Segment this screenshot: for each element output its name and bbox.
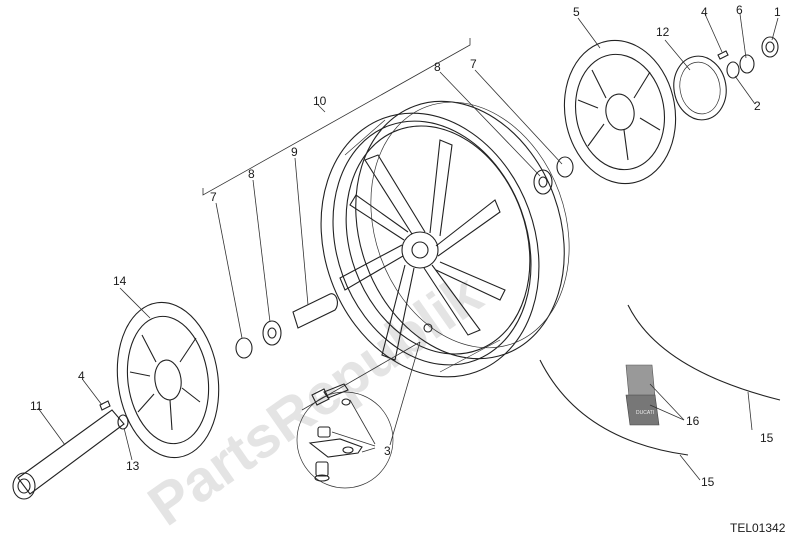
- callout-8-left: 8: [248, 167, 255, 181]
- rim-strip-lower: [539, 359, 689, 456]
- callout-14: 14: [113, 274, 127, 288]
- leader-lines: [37, 13, 779, 481]
- disc-bolt-left: [99, 400, 111, 411]
- valve-hole: [423, 323, 433, 333]
- bearings-right: [533, 156, 574, 195]
- inset-leader-right: [389, 341, 421, 446]
- valve-parts: [308, 383, 363, 482]
- callout-11: 11: [30, 399, 43, 413]
- callout-6: 6: [736, 3, 743, 17]
- callout-1: 1: [774, 5, 781, 19]
- callout-13: 13: [126, 459, 140, 473]
- callout-4-left: 4: [78, 369, 85, 383]
- callout-3: 3: [384, 444, 391, 458]
- callout-10: 10: [313, 94, 327, 108]
- watermark-text: PartsRepublik: [137, 261, 494, 538]
- callout-7-left: 7: [210, 190, 217, 204]
- callout-15-right: 15: [760, 431, 774, 445]
- leader-3a: [349, 399, 376, 445]
- bearings-left: [235, 293, 338, 359]
- callout-8-right: 8: [434, 60, 441, 74]
- hardware-right: [717, 36, 779, 79]
- tone-ring: [673, 55, 727, 121]
- axle: [12, 409, 125, 500]
- callout-15-bottom: 15: [701, 475, 715, 489]
- callout-12: 12: [656, 25, 670, 39]
- axle-nut: [117, 414, 129, 430]
- inset-leader-left: [301, 341, 421, 411]
- callout-9: 9: [291, 145, 298, 159]
- leader-3c: [361, 447, 376, 453]
- brake-disc-right: [563, 39, 677, 185]
- wheel-spokes: [339, 139, 506, 361]
- valve-inset-circle: [296, 391, 394, 489]
- assembly-bracket: [202, 38, 471, 196]
- tone-ring-inner: [679, 61, 721, 115]
- decal-set: DUCATI: [625, 364, 660, 426]
- callout-16: 16: [686, 414, 700, 428]
- decal-label: DUCATI: [636, 410, 654, 416]
- brake-disc-left: [116, 301, 220, 459]
- callout-2: 2: [754, 99, 761, 113]
- callout-7-right: 7: [470, 57, 477, 71]
- callout-5: 5: [573, 5, 580, 19]
- drawing-code: TEL01342: [730, 521, 786, 535]
- leader-3b: [331, 431, 376, 447]
- callout-4-right: 4: [701, 5, 708, 19]
- leader-10: [317, 104, 326, 113]
- rim-strip-upper: [627, 304, 781, 401]
